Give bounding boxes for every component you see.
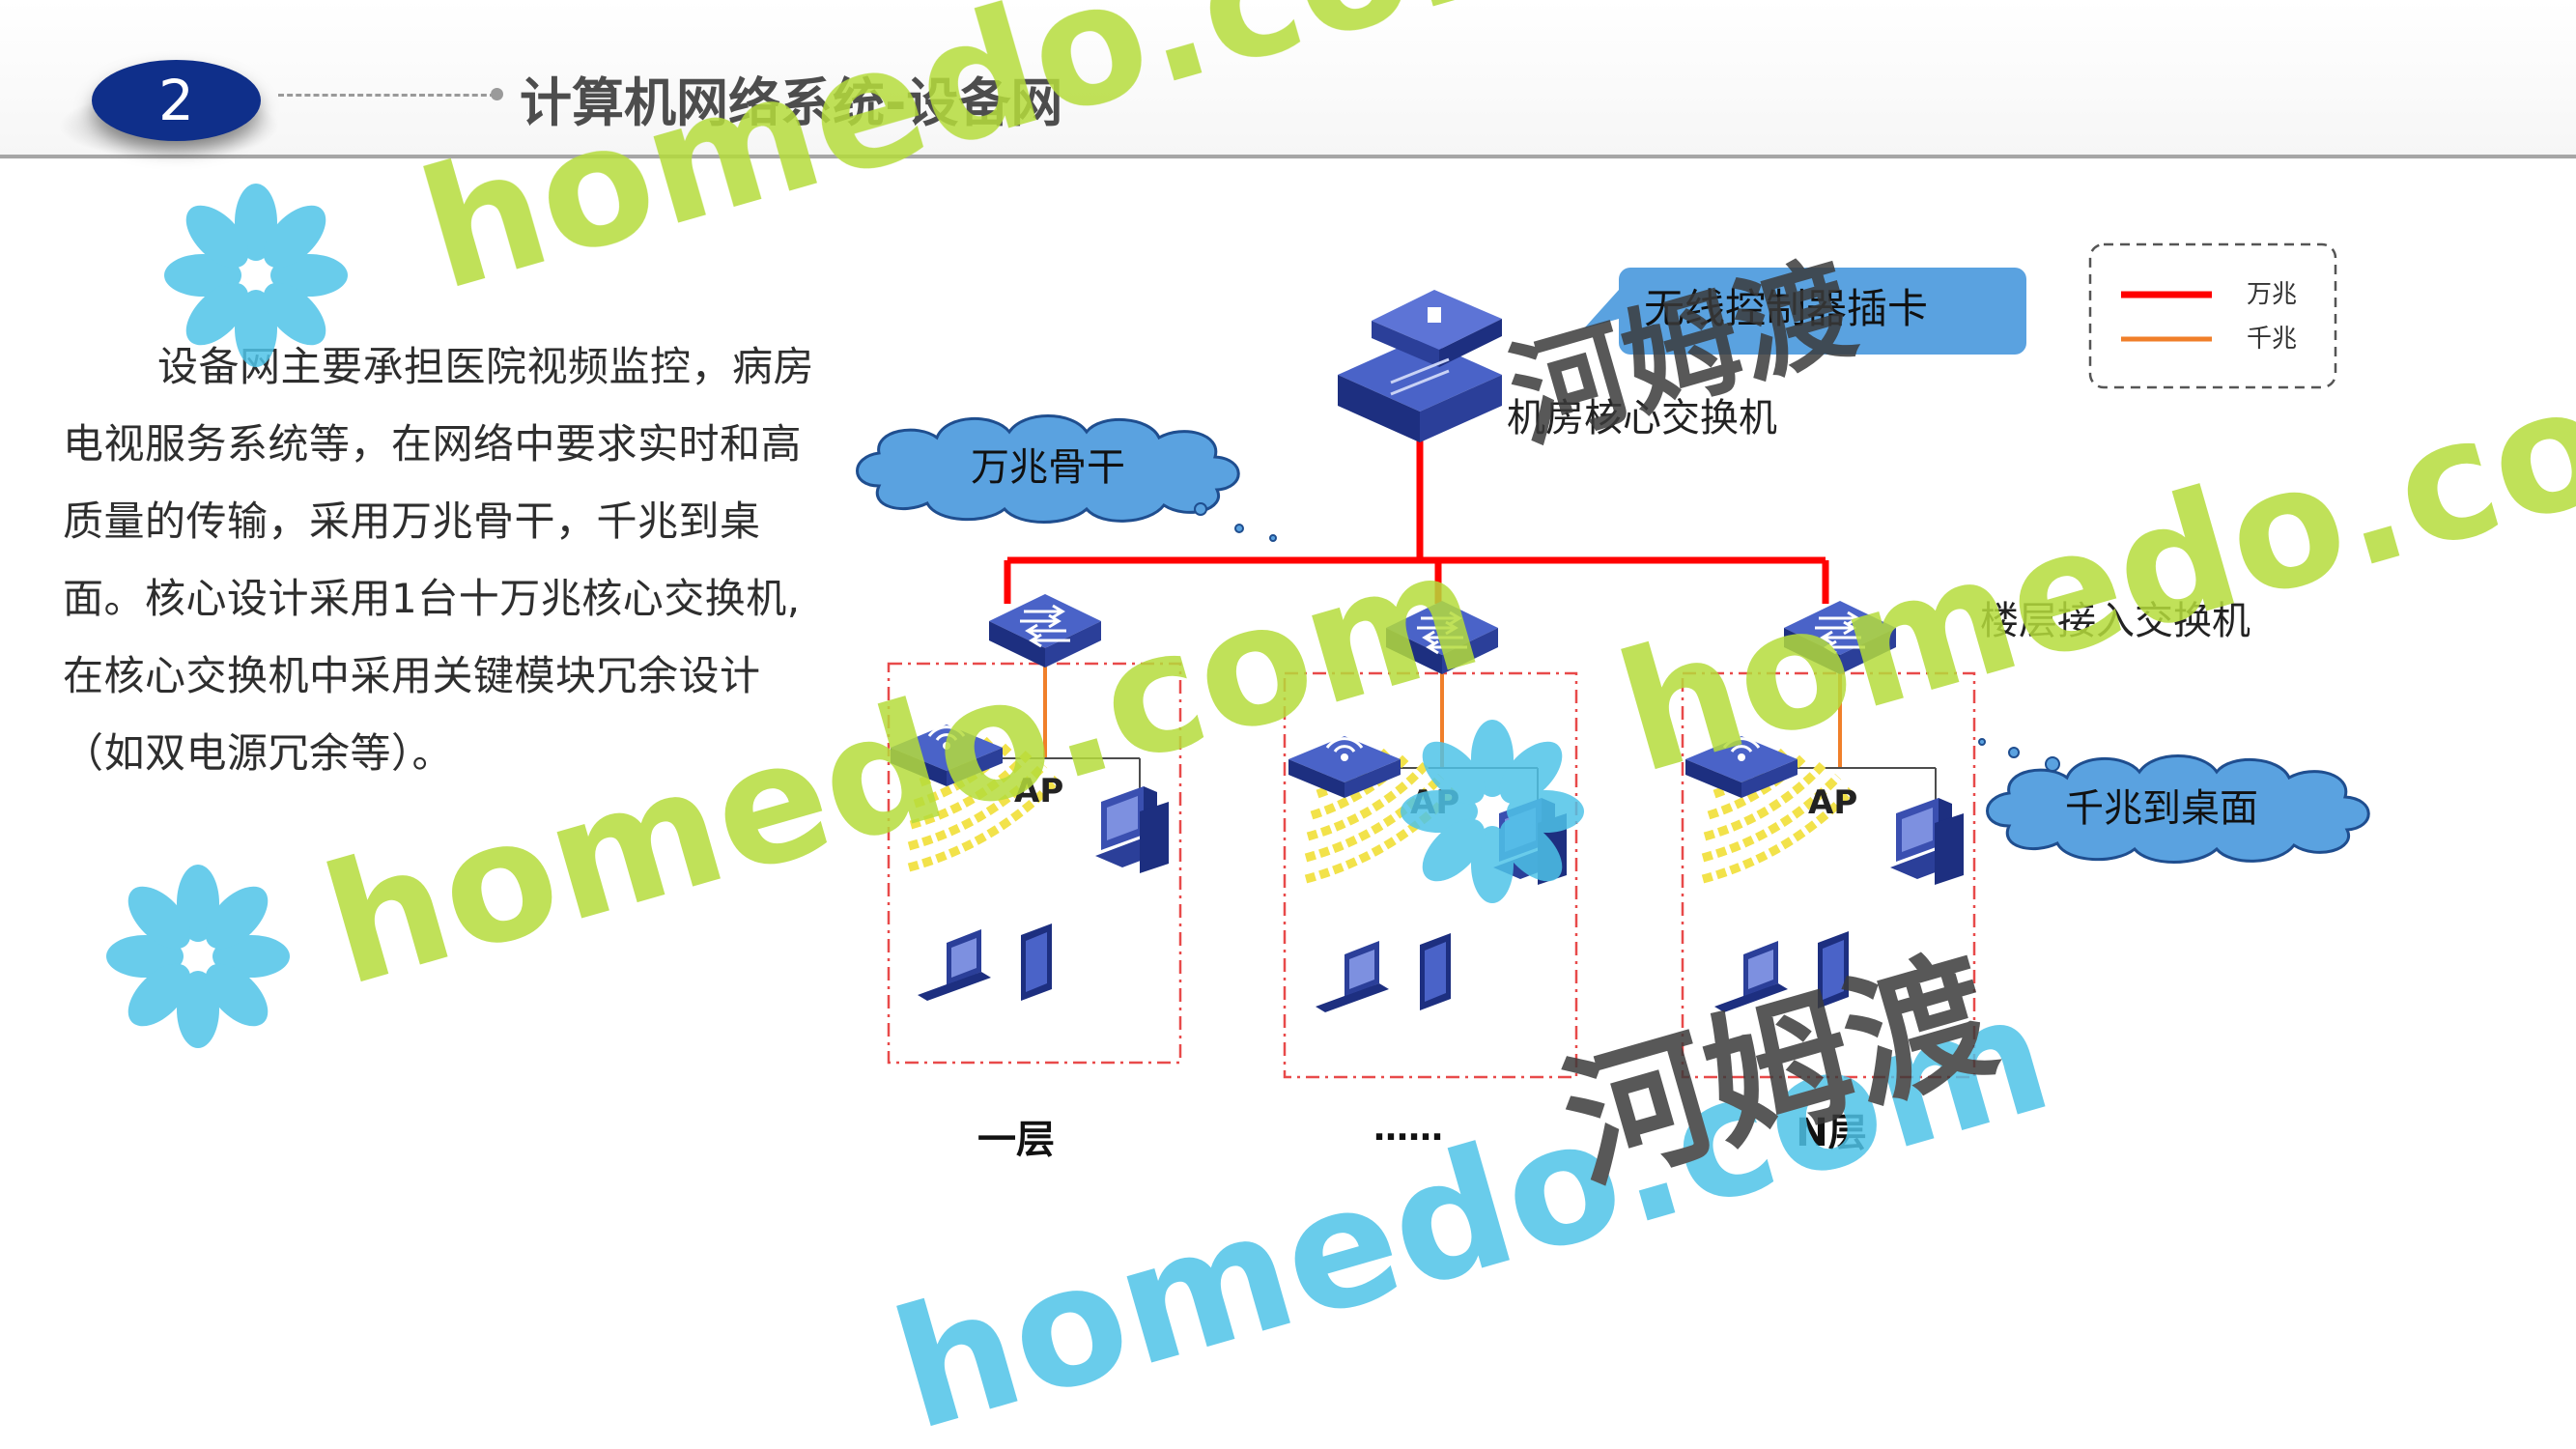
floor-ellipsis-label: …… bbox=[1373, 1109, 1443, 1149]
title-leader-dot bbox=[491, 88, 503, 100]
page-title: 计算机网络系统-设备网 bbox=[520, 72, 1063, 133]
legend-1g-label: 千兆 bbox=[2247, 325, 2297, 354]
backbone-cloud-label: 万兆骨干 bbox=[971, 445, 1125, 490]
floor2-zone bbox=[1283, 671, 1578, 1079]
core-switch-icon bbox=[1338, 290, 1502, 442]
title-leader-line bbox=[278, 94, 495, 97]
watermark: homedo.com homedo.com homedo.com 河姆渡 hom… bbox=[106, 0, 2576, 1449]
legend-10g-label: 万兆 bbox=[2247, 280, 2297, 309]
watermark-flower-icon bbox=[1401, 720, 1584, 903]
floor2-tablet-icon bbox=[1420, 933, 1451, 1010]
floor1-tablet-icon bbox=[1021, 923, 1052, 1001]
legend-box bbox=[2088, 242, 2337, 389]
wireless-controller-label: 无线控制器插卡 bbox=[1644, 285, 1928, 332]
floorN-zone bbox=[1681, 671, 1976, 1079]
floor1-zone bbox=[887, 662, 1182, 1065]
floorN-group: AP bbox=[1684, 599, 1964, 1012]
floor-switch-label: 楼层接入交换机 bbox=[1980, 599, 2250, 643]
floor1-ap-label: AP bbox=[1014, 772, 1063, 810]
section-number-badge: 2 bbox=[92, 60, 261, 141]
core-switch-label: 机房核心交换机 bbox=[1507, 396, 1777, 440]
desktop-cloud-label: 千兆到桌面 bbox=[2065, 786, 2258, 831]
header-divider bbox=[0, 155, 2576, 158]
floorN-ap-label: AP bbox=[1808, 783, 1857, 822]
floor2-laptop-icon bbox=[1316, 941, 1389, 1012]
wireless-controller-callout bbox=[1619, 268, 2026, 355]
floor1-laptop-icon bbox=[918, 929, 991, 1001]
watermark-flower-icon bbox=[106, 865, 290, 1048]
watermark-flower-icon bbox=[164, 184, 348, 367]
header-band bbox=[0, 0, 2576, 159]
floorN-desktop-icon bbox=[1890, 798, 1964, 885]
watermark-text-top: homedo.com bbox=[403, 0, 1596, 327]
floor1-label: 一层 bbox=[977, 1118, 1055, 1162]
floor1-group: AP bbox=[889, 592, 1169, 1001]
floorN-label: N层 bbox=[1796, 1111, 1866, 1155]
